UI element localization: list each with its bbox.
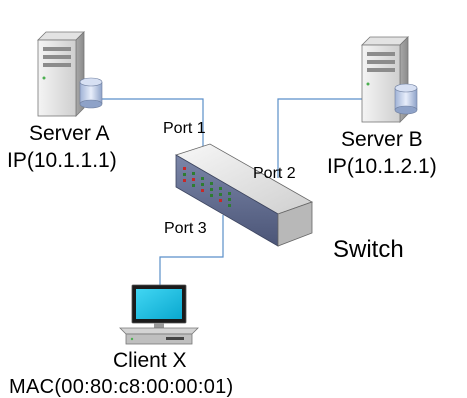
- port-1-label: Port 1: [163, 120, 206, 137]
- server-b-icon: [361, 36, 418, 123]
- cable-server-b-port2: [277, 98, 362, 178]
- client-x-mac: MAC(00:80:c8:00:00:01): [9, 376, 234, 398]
- cables: [100, 98, 362, 285]
- cable-server-a-port1: [100, 98, 204, 155]
- server-b-ip: IP(10.1.2.1): [327, 155, 437, 178]
- server-b-disk-icon: [394, 83, 418, 115]
- server-b-name: Server B: [341, 128, 423, 151]
- server-a-disk-icon: [79, 77, 103, 109]
- port-3-label: Port 3: [164, 220, 207, 237]
- server-a-name: Server A: [29, 122, 110, 145]
- cable-port3-client-x: [159, 215, 224, 285]
- switch-label: Switch: [333, 236, 404, 263]
- client-x-icon: [119, 284, 199, 345]
- client-x-name: Client X: [113, 349, 187, 372]
- server-a-icon: [37, 31, 103, 117]
- switch-port-leds: [183, 167, 231, 207]
- port-2-label: Port 2: [253, 165, 296, 182]
- switch-icon: [175, 143, 313, 247]
- server-a-ip: IP(10.1.1.1): [7, 149, 117, 172]
